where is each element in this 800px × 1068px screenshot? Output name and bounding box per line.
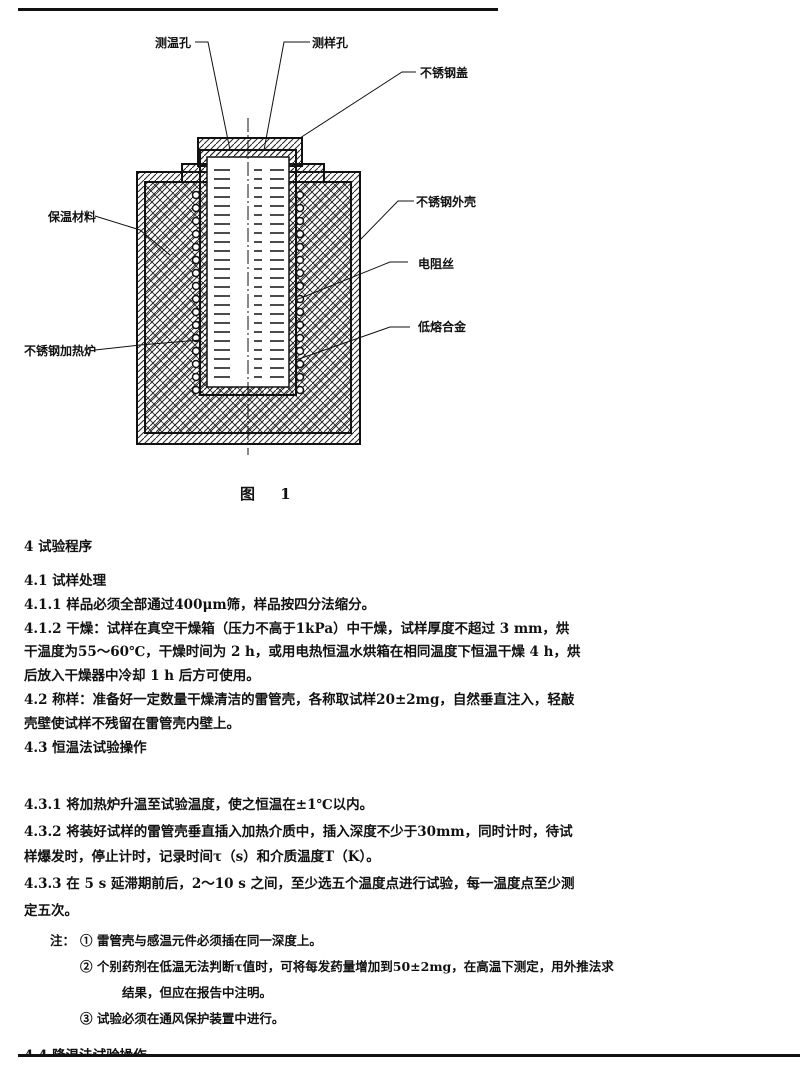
coil-turn [295, 255, 305, 265]
footer-rule [18, 1054, 800, 1057]
resistance-wire-coils [191, 190, 305, 395]
paragraph-line: 4.1.2 干燥：试样在真空干燥箱（压力不高于1kPa）中干燥，试样厚度不超过 … [24, 621, 570, 637]
coil-turn [295, 320, 305, 330]
furnace-diagram [94, 41, 416, 455]
coil-turn [191, 229, 201, 239]
note-prefix: 注： [50, 933, 76, 948]
coil-turn [191, 281, 201, 291]
header-rule [18, 8, 498, 11]
label-steel-lid: 不锈钢盖 [420, 66, 469, 80]
coil-turn [191, 294, 201, 304]
coil-turn [191, 242, 201, 252]
note-item: 结果，但应在报告中注明。 [122, 985, 273, 1000]
label-temp-hole: 测温孔 [155, 36, 192, 50]
coil-turn [295, 307, 305, 317]
leader-lines [94, 41, 416, 361]
coil-turn [295, 346, 305, 356]
coil-turn [295, 385, 305, 395]
coil-turn [295, 281, 305, 291]
coil-turn [191, 307, 201, 317]
coil-turn [191, 216, 201, 226]
coil-turn [295, 229, 305, 239]
label-steel-furnace: 不锈钢加热炉 [24, 344, 97, 358]
coil-turn [295, 359, 305, 369]
coil-turn [191, 320, 201, 330]
coil-turn [191, 346, 201, 356]
label-low-melt-alloy: 低熔合金 [418, 320, 467, 334]
figure-caption: 图 1 [240, 485, 301, 503]
paragraph-line: 壳壁使试样不残留在雷管壳内壁上。 [24, 716, 240, 732]
paragraph-line: 样爆发时，停止计时，记录时间τ（s）和介质温度T（K）。 [24, 849, 380, 865]
coil-turn [295, 216, 305, 226]
coil-turn [295, 203, 305, 213]
label-insulation: 保温材料 [48, 210, 97, 224]
label-sample-hole: 测样孔 [312, 36, 349, 50]
coil-turn [191, 359, 201, 369]
note-item: ② 个别药剂在低温无法判断τ值时，可将每发药量增加到50±2mg，在高温下测定，… [80, 959, 614, 974]
coil-turn [191, 268, 201, 278]
label-steel-shell: 不锈钢外壳 [416, 195, 477, 209]
coil-turn [295, 333, 305, 343]
note-item: ① 雷管壳与感温元件必须插在同一深度上。 [80, 933, 322, 948]
alloy-liquid [214, 118, 284, 455]
note-item: ③ 试验必须在通风保护装置中进行。 [80, 1011, 285, 1026]
paragraph-line: 4.3.3 在 5 s 延滞期前后，2～10 s 之间，至少选五个温度点进行试验… [24, 876, 575, 892]
coil-turn [295, 190, 305, 200]
paragraph-line: 4.3.1 将加热炉升温至试验温度，使之恒温在±1℃以内。 [24, 797, 374, 813]
paragraph-line: 4.1.1 样品必须全部通过400μm筛，样品按四分法缩分。 [24, 597, 376, 613]
coil-turn [295, 268, 305, 278]
cutoff-heading: 4.4 降温法试验操作 [24, 1044, 147, 1054]
paragraph-line: 4.3.2 将装好试样的雷管壳垂直插入加热介质中，插入深度不少于30mm，同时计… [24, 824, 573, 840]
coil-turn [191, 385, 201, 395]
subsection-heading: 4.3 恒温法试验操作 [24, 740, 147, 756]
coil-turn [191, 372, 201, 382]
label-resistance-wire: 电阻丝 [418, 257, 455, 271]
coil-turn [191, 190, 201, 200]
paragraph-line: 定五次。 [24, 903, 78, 919]
paragraph-line: 4.2 称样：准备好一定数量干燥清洁的雷管壳，各称取试样20±2mg，自然垂直注… [24, 692, 575, 708]
coil-turn [295, 372, 305, 382]
paragraph-line: 干温度为55～60℃，干燥时间为 2 h，或用电热恒温水烘箱在相同温度下恒温干燥… [24, 644, 581, 660]
coil-turn [295, 242, 305, 252]
paragraph-line: 后放入干燥器中冷却 1 h 后方可使用。 [24, 668, 260, 684]
coil-turn [191, 203, 201, 213]
subsection-heading: 4.1 试样处理 [24, 573, 107, 589]
coil-turn [191, 255, 201, 265]
section-heading: 4 试验程序 [24, 539, 93, 555]
